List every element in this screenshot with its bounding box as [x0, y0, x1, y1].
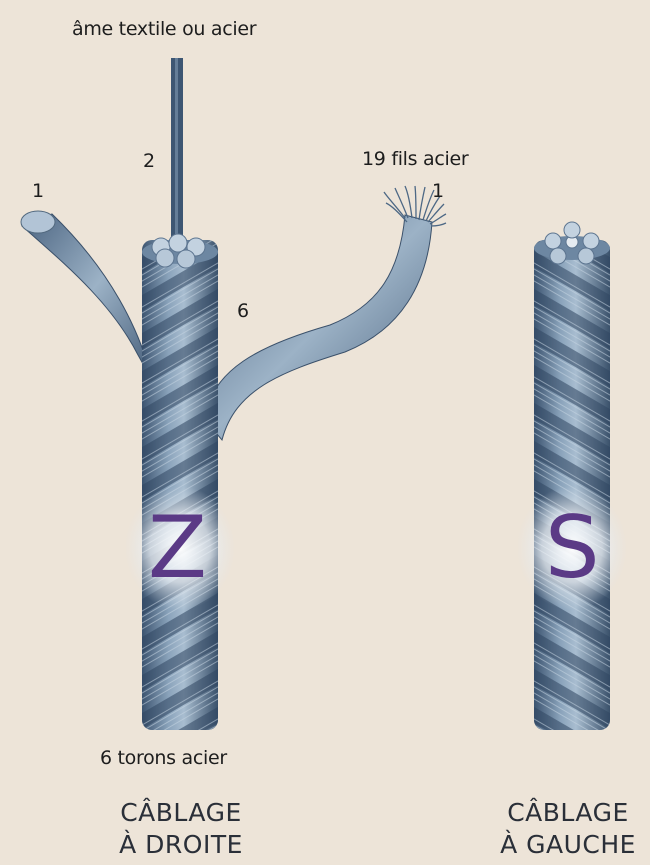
left-hand-title-line1: CÂBLAGE [488, 797, 648, 829]
left-strand-number: 1 [32, 180, 44, 202]
right-hand-title-line1: CÂBLAGE [96, 797, 266, 829]
core-label: âme textile ou acier [72, 18, 256, 40]
right-hand-title: CÂBLAGE À DROITE [96, 797, 266, 861]
strands-label: 6 torons acier [100, 747, 227, 769]
core-highlight [175, 58, 178, 258]
strand-count-label: 6 [237, 300, 249, 322]
right-strand [205, 215, 432, 440]
right-hand-title-line2: À DROITE [96, 829, 266, 861]
wires-number: 1 [432, 180, 444, 202]
s-letter: S [545, 505, 600, 591]
left-hand-title: CÂBLAGE À GAUCHE [488, 797, 648, 861]
wires-label: 19 fils acier [362, 148, 468, 170]
core-number: 2 [143, 150, 155, 172]
left-strand-end [21, 211, 55, 233]
z-letter: Z [148, 505, 207, 591]
left-hand-title-line2: À GAUCHE [488, 829, 648, 861]
left-strand [22, 214, 152, 380]
